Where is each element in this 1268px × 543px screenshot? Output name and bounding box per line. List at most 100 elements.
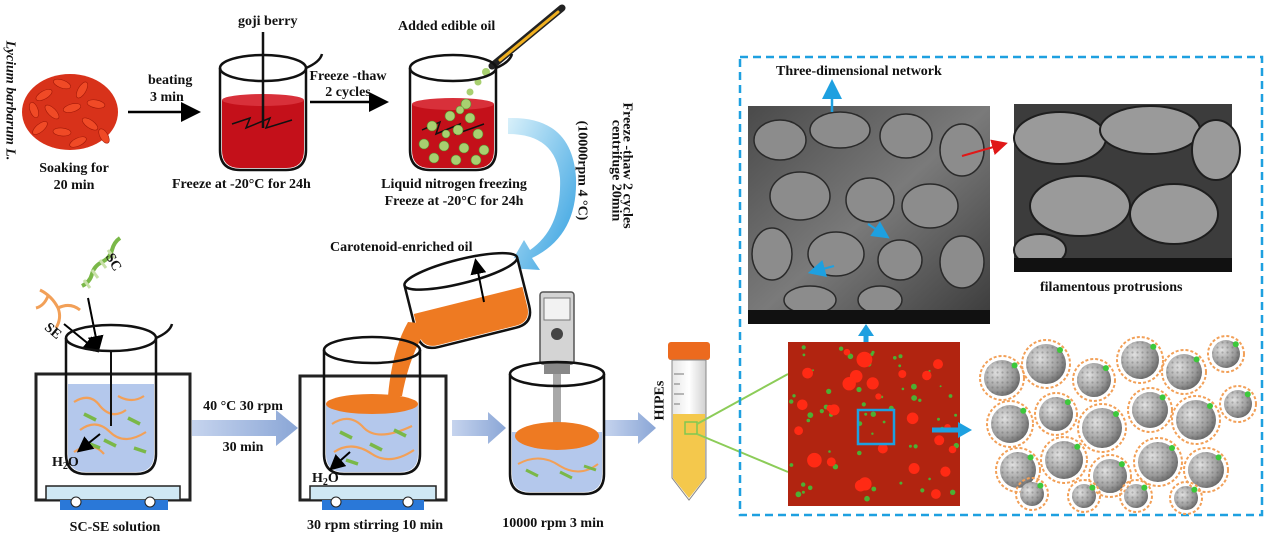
water-label-1: H2O [52, 455, 79, 472]
droplet-texture [1020, 482, 1044, 506]
confocal-speckle [950, 489, 956, 495]
sc-particle [1244, 391, 1251, 398]
sc-particle [1232, 341, 1239, 348]
confocal-speckle [911, 383, 917, 390]
freeze-thaw-line-1: Freeze -thaw [309, 69, 387, 84]
confocal-droplet [948, 445, 957, 454]
step3-caption: 10000 rpm 3 min [502, 516, 604, 531]
sc-particle [1169, 445, 1175, 451]
droplet-shell [1133, 437, 1183, 487]
droplet-texture [1176, 400, 1216, 440]
confocal-droplet [854, 479, 867, 492]
droplet-shell [1072, 358, 1116, 402]
confocal-droplet [940, 466, 951, 477]
sem-image-protrusions [1013, 104, 1241, 272]
droplet-texture [1121, 341, 1159, 379]
confocal-droplet [842, 377, 856, 391]
se-branch-icon [35, 288, 81, 329]
confocal-droplet [934, 435, 945, 446]
confocal-speckle [789, 399, 794, 404]
pipette-icon [466, 4, 566, 96]
beaker-homogenize [508, 360, 606, 496]
confocal-speckle [908, 444, 912, 448]
beaker-edible-oil [408, 53, 514, 172]
confocal-speckle [948, 394, 953, 398]
oil-label: Carotenoid-enriched oil [330, 240, 473, 255]
beaker2-title: Added edible oil [398, 19, 496, 34]
confocal-speckle [812, 369, 814, 372]
droplet-shell [1219, 385, 1257, 423]
homogenizer-icon [539, 291, 575, 430]
step1-caption: SC-SE solution [69, 520, 161, 535]
confocal-speckle [802, 353, 806, 357]
droplet-texture [1174, 486, 1198, 510]
sc-particle [1064, 399, 1071, 406]
confocal-droplet [906, 412, 919, 425]
confocal-image [788, 342, 960, 506]
confocal-speckle [864, 412, 868, 416]
confocal-speckle [861, 402, 866, 407]
sc-particle [1141, 484, 1148, 491]
confocal-droplet [877, 443, 888, 454]
confocal-speckle [806, 418, 811, 423]
curved-arrow-text-3: (10000rpm 4 °C) [574, 120, 590, 221]
sc-particle [1191, 486, 1198, 493]
confocal-droplet [898, 370, 907, 378]
beaker-goji-berry [218, 32, 324, 172]
confocal-droplet [866, 377, 879, 390]
confocal-speckle [826, 388, 832, 394]
droplet-texture [1026, 344, 1066, 384]
droplet-texture [1124, 484, 1148, 508]
hipes-tube-icon [668, 342, 710, 501]
beaker2-caption-1: Liquid nitrogen freezing [381, 177, 527, 192]
confocal-speckle [954, 413, 958, 417]
droplet-texture [991, 405, 1029, 443]
sc-particle [1011, 362, 1018, 369]
droplet-texture [1188, 452, 1224, 488]
confocal-speckle [928, 477, 931, 481]
to-hipes-arrow [604, 412, 656, 444]
sc-particle [1118, 461, 1125, 468]
confocal-speckle [807, 412, 814, 418]
sc-helix-icon [81, 236, 122, 289]
zoom-line-top [696, 373, 789, 425]
droplet-shell [1119, 479, 1153, 513]
confocal-speckle [789, 463, 794, 467]
confocal-speckle [920, 488, 925, 493]
confocal-speckle [795, 491, 802, 498]
confocal-droplet [856, 351, 873, 368]
droplet-network-schematic [979, 335, 1257, 515]
sc-particle [1207, 403, 1213, 409]
sc-particle [1215, 454, 1222, 461]
confocal-droplet [826, 457, 836, 467]
confocal-speckle [898, 354, 903, 359]
droplet-texture [1212, 340, 1240, 368]
droplet-texture [1224, 390, 1252, 418]
sem-protrusion-label: filamentous protrusions [1040, 280, 1183, 295]
confocal-droplet [922, 370, 932, 381]
droplet-shell [1015, 477, 1049, 511]
curved-arrow-text-2: centrifuge 20min [608, 119, 624, 222]
droplet-texture [1045, 441, 1083, 479]
hipes-label: HIPEs [652, 380, 668, 421]
confocal-droplet [826, 404, 833, 412]
confocal-right-arrowhead [958, 422, 972, 438]
sem-image-network [748, 106, 990, 324]
sc-particle [1089, 484, 1096, 491]
droplet-shell [1077, 403, 1127, 453]
confocal-speckle [871, 432, 874, 435]
step2-caption: 30 rpm stirring 10 min [306, 518, 444, 533]
curved-process-arrow [508, 117, 577, 270]
beaker1-title: goji berry [238, 14, 298, 29]
hotplate-1 [34, 372, 192, 510]
confocal-speckle [801, 345, 806, 350]
goji-berry-pile [22, 74, 118, 150]
sc-particle [1074, 443, 1081, 450]
confocal-speckle [893, 356, 897, 360]
confocal-droplet [797, 399, 808, 411]
droplet-shell [1183, 447, 1229, 493]
beating-line-2: 3 min [150, 90, 184, 105]
confocal-up-arrowhead [858, 324, 874, 336]
water-label-2: H2O [312, 471, 339, 488]
droplet-shell [1127, 387, 1173, 433]
